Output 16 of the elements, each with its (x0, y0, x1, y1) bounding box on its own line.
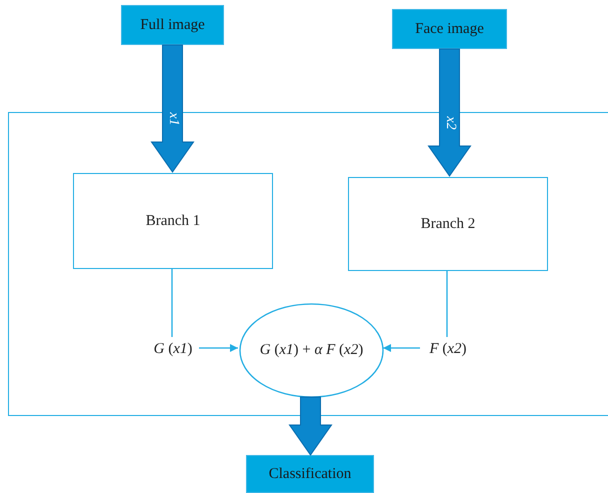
output-label: G (x1) (146, 338, 200, 360)
edge-label: x1 (166, 112, 180, 126)
input-box: Full image (121, 5, 224, 45)
output-label: F (x2) (421, 338, 475, 360)
edge-label: x2 (442, 116, 456, 130)
network-frame (8, 112, 608, 416)
input-box: Face image (392, 9, 507, 49)
block-arrow (288, 396, 332, 456)
arrow (383, 344, 420, 352)
block-arrow (428, 48, 472, 177)
arrow (199, 344, 238, 352)
block-arrow (150, 44, 194, 173)
output-box: Classification (246, 455, 374, 493)
process-box: Branch 1 (73, 173, 273, 269)
fusion-ellipse: G (x1) + α F (x2) (239, 303, 384, 398)
process-box: Branch 2 (348, 177, 548, 271)
